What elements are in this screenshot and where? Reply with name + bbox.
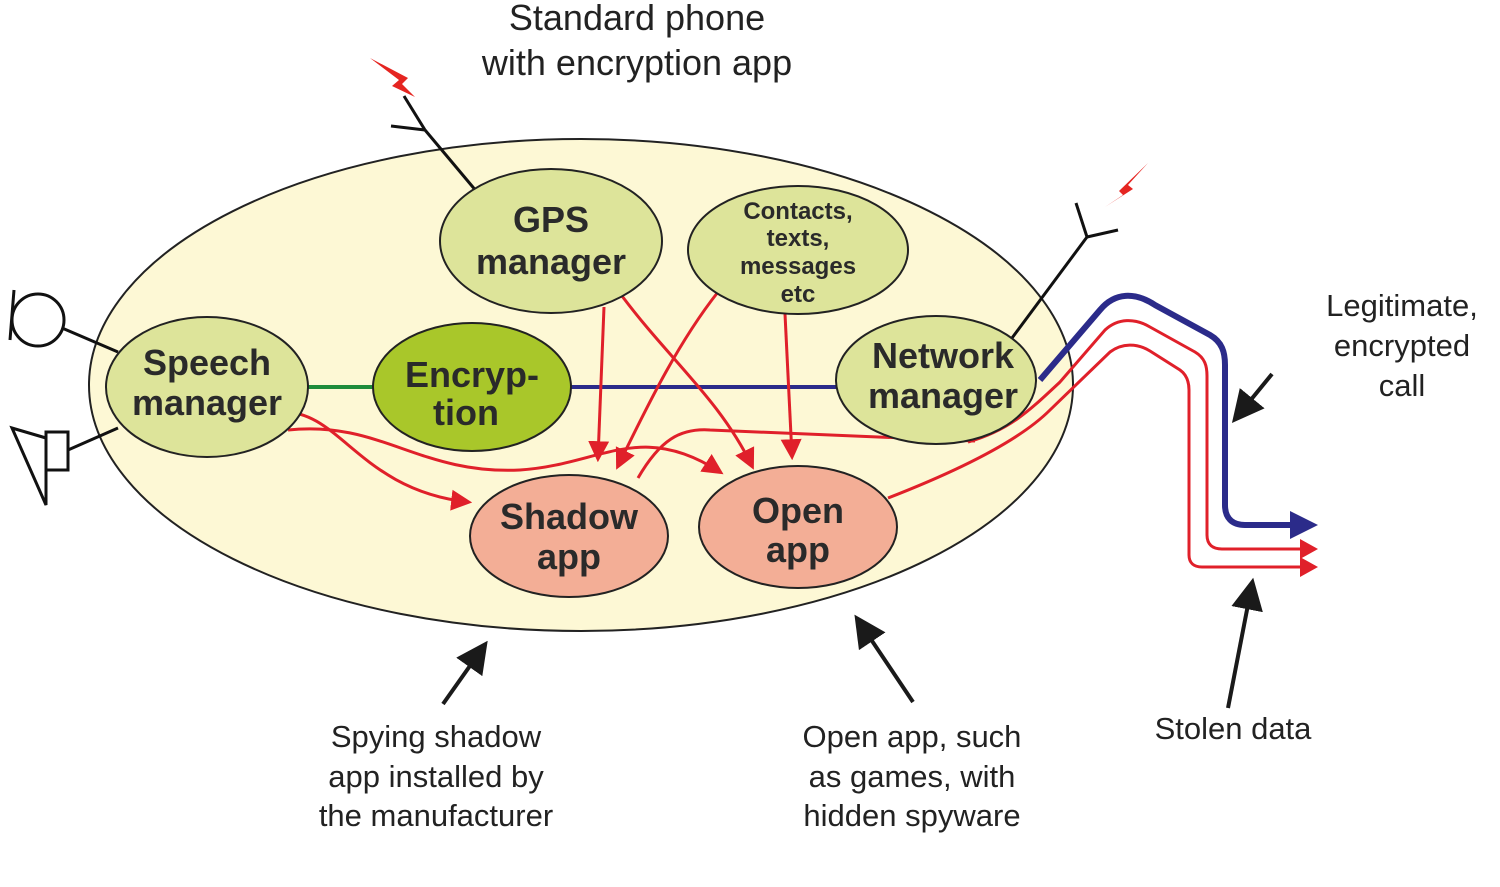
encryption-label-line-2: tion [433,392,499,433]
arrow-icon [1300,557,1318,577]
shadow-to-outbound-line [636,428,976,479]
legit-caption-line-2: encrypted [1334,328,1470,363]
stolen-data-path-1 [967,319,1302,551]
stolen-caption-line-1: Stolen data [1155,711,1313,746]
lightning-bolt-icon [1105,163,1148,207]
shadow-label-line-2: app [537,536,601,577]
shadow-caption-line-1: Spying shadow [331,719,542,754]
antenna-icon [1010,202,1119,339]
contacts-to-shadow-arrow [615,291,720,470]
antenna-icon [390,95,479,193]
contacts-label-line-3: messages [740,253,856,280]
contacts-label-line-1: Contacts, [743,198,852,225]
speech-label-line-1: Speech [143,342,271,383]
gps-to-shadow-arrow [588,306,610,463]
shadow-caption-line-3: the manufacturer [319,798,553,833]
network-label-line-1: Network [872,335,1015,376]
network-manager-node: Network manager [835,315,1037,445]
open-label-line-1: Open [752,490,844,531]
speech-to-shadow-arrow [281,410,473,511]
arrow-icon [1300,539,1318,559]
arrow-icon [1290,511,1318,539]
legit-caption-line-1: Legitimate, [1326,288,1478,323]
stolen-data-path-2 [887,343,1302,569]
open-label-line-2: app [766,529,830,570]
speech-manager-node: Speech manager [105,316,309,458]
speech-label-line-2: manager [132,382,282,423]
gps-manager-node: GPS manager [439,168,663,314]
microphone-icon [8,289,119,354]
encryption-node: Encryp- tion [372,322,572,452]
title-line-2: with encryption app [481,42,792,83]
stolen-caption-arrow [1226,577,1263,709]
title-line-1: Standard phone [509,0,765,38]
speaker-icon [9,425,119,506]
shadow-caption-arrow [441,640,488,706]
legit-caption-arrow [1231,372,1274,423]
contacts-label-line-2: texts, [767,225,830,252]
open-caption-arrow [854,614,915,704]
shadow-app-node: Shadow app [469,474,669,598]
shadow-label-line-1: Shadow [500,496,639,537]
open-caption-line-3: hidden spyware [803,798,1020,833]
open-caption-line-2: as games, with [809,759,1016,794]
legit-caption-line-3: call [1379,368,1426,403]
network-label-line-2: manager [868,375,1018,416]
contacts-label-line-4: etc [781,281,816,308]
spy-arrows [281,291,976,511]
open-caption-line-1: Open app, such [803,719,1022,754]
gps-label-line-1: GPS [513,199,589,240]
open-app-node: Open app [698,465,898,589]
contacts-node: Contacts, texts, messages etc [687,185,909,315]
gps-to-open-arrow [620,295,755,470]
lightning-bolt-icon [370,58,415,97]
encryption-label-line-1: Encryp- [405,354,539,395]
speech-to-open-arrow [287,427,724,475]
legit-call-path [1037,292,1292,528]
shadow-caption-line-2: app installed by [328,759,544,794]
gps-label-line-2: manager [476,241,626,282]
